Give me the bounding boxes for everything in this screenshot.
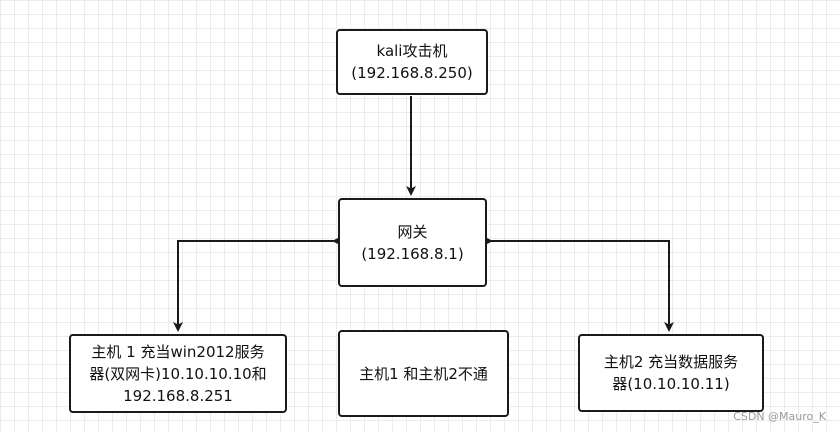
node-kali-label: kali攻击机 (192.168.8.250) [351, 42, 473, 82]
node-kali-attacker[interactable]: kali攻击机 (192.168.8.250) [336, 29, 488, 95]
node-host2[interactable]: 主机2 充当数据服务 器(10.10.10.11) [578, 334, 764, 412]
node-host1-label: 主机 1 充当win2012服务 器(双网卡)10.10.10.10和 192.… [89, 342, 267, 405]
node-host1[interactable]: 主机 1 充当win2012服务 器(双网卡)10.10.10.10和 192.… [69, 334, 287, 413]
edge-gateway-host1 [173, 236, 342, 332]
node-note[interactable]: 主机1 和主机2不通 [338, 330, 509, 417]
watermark: CSDN @Mauro_K [733, 410, 826, 423]
node-note-label: 主机1 和主机2不通 [359, 364, 488, 383]
node-host2-label: 主机2 充当数据服务 器(10.10.10.11) [603, 353, 739, 393]
edge-gateway-host2 [483, 236, 674, 332]
node-gateway-label: 网关 (192.168.8.1) [361, 222, 464, 263]
node-gateway[interactable]: 网关 (192.168.8.1) [338, 198, 487, 287]
